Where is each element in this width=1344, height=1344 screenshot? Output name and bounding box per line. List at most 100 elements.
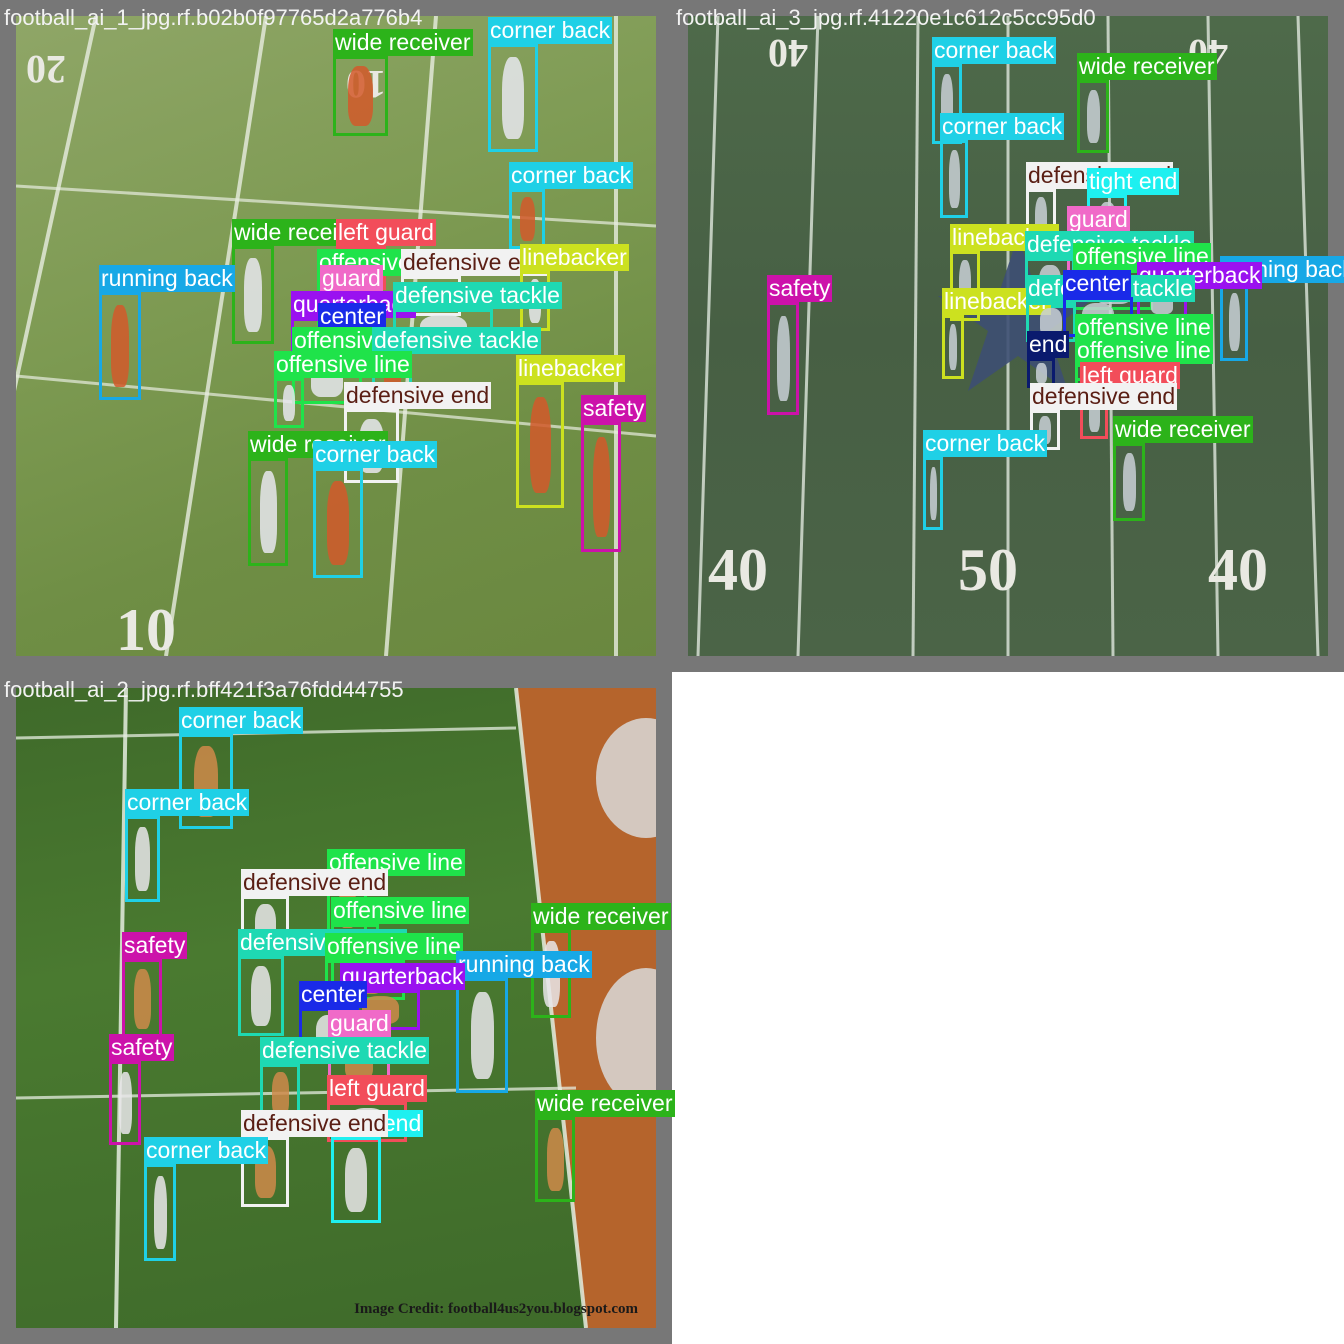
detection-box-corner-back: corner back [923, 430, 1048, 530]
detection-label: corner back [179, 707, 304, 734]
yard-number: 40 [1208, 537, 1268, 603]
detection-label: wide receiver [1113, 416, 1253, 443]
player-figure [1035, 363, 1047, 383]
detection-box-offensive-line: offensive line [325, 933, 463, 1000]
detection-box-corner-back: corner back [509, 162, 634, 249]
detection-label: linebacker [520, 244, 629, 271]
player-figure [948, 150, 960, 208]
detection-label: defensive end [1030, 383, 1178, 410]
detection-box-safety: safety [581, 395, 647, 552]
player-figure [133, 969, 151, 1029]
detection-box-wide-receiver: wide receiver [232, 219, 372, 344]
detection-box-defensive-end: defensive end [241, 1110, 389, 1207]
detection-label: corner back [509, 162, 634, 189]
player-figure [1228, 293, 1240, 351]
detection-label: center [318, 303, 386, 330]
detection-box-safety: safety [767, 275, 833, 415]
image-filename: football_ai_2_jpg.rf.bff421f3a76fdd44755 [4, 677, 404, 702]
yard-number: 10 [116, 597, 176, 656]
detection-label: wide receiver [333, 29, 473, 56]
detection-label: defensive tackle [372, 327, 541, 354]
detection-label: running back [456, 951, 592, 978]
detection-box-defensive-tackle: defensive tackle [238, 929, 407, 1036]
detection-label: left guard [327, 1075, 427, 1102]
detection-box-linebacker: linebacker [942, 288, 1051, 379]
detection-box-defensive-tackle: defensive tackle [393, 282, 562, 349]
yard-number: 50 [958, 537, 1018, 603]
image-filename: football_ai_1_jpg.rf.b02b0f97765d2a776b4 [4, 5, 423, 30]
detection-label: corner back [313, 441, 438, 468]
detection-box-wide-receiver: wide receiver [1113, 416, 1253, 521]
detection-label: corner back [144, 1137, 269, 1164]
detection-label: corner back [923, 430, 1048, 457]
detection-box-tight-end: tight end [1087, 168, 1180, 245]
detection-label: guard [328, 1010, 391, 1037]
detection-label: defensive end [241, 1110, 389, 1137]
detection-label: wide receiver [1077, 53, 1217, 80]
detection-box-corner-back: corner back [125, 789, 250, 902]
player-figure [776, 315, 790, 402]
player-figure [153, 1176, 167, 1249]
detection-label: guard [320, 265, 383, 292]
detection-box-corner-back: corner back [488, 17, 613, 152]
detection-box-end: end [1027, 331, 1070, 388]
detection-box-offensive-line: offensive line [274, 351, 412, 428]
detection-box-defensive-tackle: defensive tackle [260, 1037, 429, 1124]
yard-number: 40 [768, 31, 808, 76]
yard-lines [16, 688, 656, 1328]
player-figure [345, 1148, 367, 1212]
detection-box-linebacker: linebacker [516, 355, 625, 508]
detection-label: defensive end [241, 869, 389, 896]
player-figure [1088, 396, 1100, 432]
detection-box-running-back: running back [1220, 256, 1344, 361]
yard-number: 20 [26, 47, 66, 92]
detection-box-safety: safety [122, 932, 188, 1039]
detection-label: safety [767, 275, 833, 302]
detection-box-running-back: running back [456, 951, 592, 1093]
detection-label: guard [1067, 206, 1130, 233]
player-figure [259, 471, 277, 553]
detection-label: defensive end [344, 382, 492, 409]
detection-box-tight-end: tight end [331, 1110, 424, 1223]
detection-box-safety: safety [109, 1034, 175, 1145]
detection-label: wide receiver [535, 1090, 675, 1117]
detection-box-corner-back: corner back [940, 113, 1065, 218]
detection-box-linebacker: linebacker [520, 244, 629, 331]
player-figure [502, 57, 524, 139]
detection-label: offensive line [331, 897, 469, 924]
detection-label: wide receiver [531, 903, 671, 930]
detection-label: offensive line [1075, 337, 1213, 364]
detection-label: defensive tackle [260, 1037, 429, 1064]
detection-label: safety [122, 932, 188, 959]
detection-label: safety [109, 1034, 175, 1061]
player-figure [1122, 453, 1136, 511]
detection-label: corner back [125, 789, 250, 816]
detection-box-wide-receiver: wide receiver [333, 29, 473, 136]
player-figure [1086, 89, 1100, 144]
detection-label: center [1063, 270, 1131, 297]
player-figure [244, 258, 262, 332]
image-filename: football_ai_3_jpg.rf.41220e1c612c5cc95d0 [676, 5, 1096, 30]
yard-number: 40 [708, 537, 768, 603]
player-figure [470, 991, 494, 1080]
player-figure [929, 466, 937, 521]
detection-label: offensive line [274, 351, 412, 378]
detection-label: center [299, 981, 367, 1008]
player-figure [546, 1127, 564, 1192]
image-credit: Image Credit: football4us2you.blogspot.c… [354, 1301, 638, 1317]
detection-label: end [1027, 331, 1070, 358]
detection-label: defensive tackle [393, 282, 562, 309]
detection-label: corner back [940, 113, 1065, 140]
player-figure [1040, 308, 1062, 336]
player-figure [271, 1072, 289, 1116]
detection-box-center: center [1063, 270, 1133, 337]
detection-label: tight end [1087, 168, 1180, 195]
detection-label: running back [99, 265, 235, 292]
detection-label: safety [581, 395, 647, 422]
detection-box-wide-receiver: wide receiver [1077, 53, 1217, 153]
player-figure [949, 323, 957, 371]
player-figure [111, 305, 129, 387]
detection-box-corner-back: corner back [144, 1137, 269, 1261]
image-tile-2: Image Credit: football4us2you.blogspot.c… [0, 672, 675, 1344]
image-tile-1: 20 10 10 football_ai_1_jpg.rf.b02b0f9776… [0, 0, 672, 672]
